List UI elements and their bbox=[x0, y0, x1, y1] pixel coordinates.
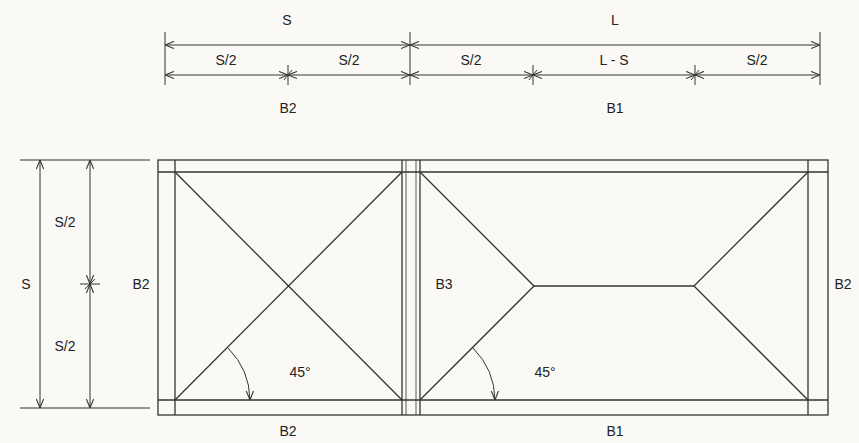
beam-label: B2 bbox=[832, 276, 853, 292]
dimension-label: S bbox=[280, 12, 293, 28]
dimension-label: S/2 bbox=[744, 52, 769, 68]
beam-label: B2 bbox=[277, 423, 298, 439]
dimension-label: S/2 bbox=[458, 52, 483, 68]
dimension-label: S/2 bbox=[336, 52, 361, 68]
dimension-label: L bbox=[609, 12, 621, 28]
dimension-label: L - S bbox=[597, 52, 630, 68]
dimension-label: S/2 bbox=[52, 338, 77, 354]
angle-label: 45° bbox=[287, 364, 312, 380]
beam-label: B1 bbox=[604, 100, 625, 116]
dimension-label: S/2 bbox=[213, 52, 238, 68]
dimension-label: S/2 bbox=[52, 214, 77, 230]
beam-label: B2 bbox=[277, 100, 298, 116]
angle-label: 45° bbox=[532, 364, 557, 380]
dimension-label: S bbox=[19, 276, 32, 292]
beam-label: B3 bbox=[433, 276, 454, 292]
beam-label: B1 bbox=[604, 423, 625, 439]
beam-label: B2 bbox=[130, 276, 151, 292]
